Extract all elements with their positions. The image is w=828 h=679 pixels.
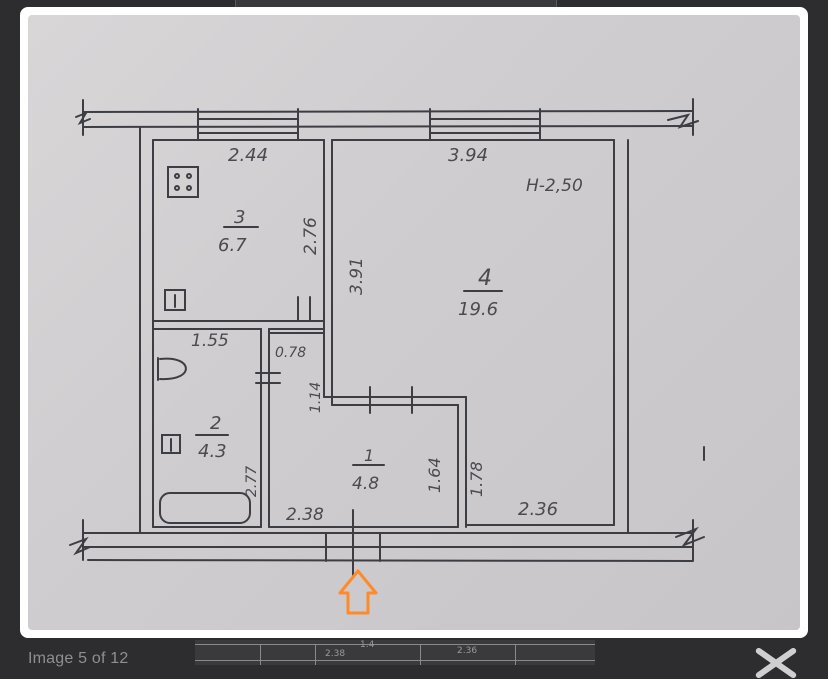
dim-hall-right-2: 1.78 [467, 461, 486, 497]
dim-top-left: 2.44 [228, 145, 268, 166]
background-dim-c: 1.4 [360, 640, 375, 650]
room-4-area: 19.6 [458, 299, 498, 320]
room-1-number: 1 [364, 446, 374, 465]
room-4-number: 4 [478, 266, 492, 291]
room-3-number: 3 [234, 207, 245, 228]
room-3-area: 6.7 [218, 235, 247, 256]
dim-bath-height: 2.77 [244, 466, 260, 497]
background-dim-b: 2.36 [457, 646, 478, 656]
room-2-number: 2 [210, 413, 221, 434]
lightbox-image-frame: 2.44 3.94 H-2,50 2.76 3.91 1.55 0.78 1.1… [20, 7, 808, 638]
dim-kitchen-height: 2.76 [301, 217, 321, 255]
dim-bottom-room: 2.36 [518, 499, 558, 520]
dim-top-right: 3.94 [448, 145, 488, 166]
close-x-icon[interactable] [748, 646, 798, 679]
background-image-peek-top [235, 0, 557, 8]
dim-bottom-hall: 2.38 [286, 505, 324, 525]
dim-closet-width: 0.78 [275, 345, 306, 361]
image-counter-caption: Image 5 of 12 [28, 650, 129, 667]
dim-corridor-height: 1.14 [308, 382, 324, 413]
room-2-area: 4.3 [198, 441, 227, 462]
background-image-peek-bottom: 2.38 2.36 1.4 [195, 640, 595, 665]
floorplan-drawing: 2.44 3.94 H-2,50 2.76 3.91 1.55 0.78 1.1… [69, 98, 705, 615]
floorplan-photo: 2.44 3.94 H-2,50 2.76 3.91 1.55 0.78 1.1… [28, 15, 800, 630]
dim-hall-left: 3.91 [347, 257, 367, 295]
ceiling-height-label: H-2,50 [526, 176, 583, 196]
dim-hall-right-1: 1.64 [425, 457, 444, 493]
dim-bath-width: 1.55 [191, 331, 229, 351]
room-1-area: 4.8 [352, 474, 379, 494]
background-dim-a: 2.38 [325, 649, 346, 659]
entrance-arrow-icon [338, 569, 378, 615]
